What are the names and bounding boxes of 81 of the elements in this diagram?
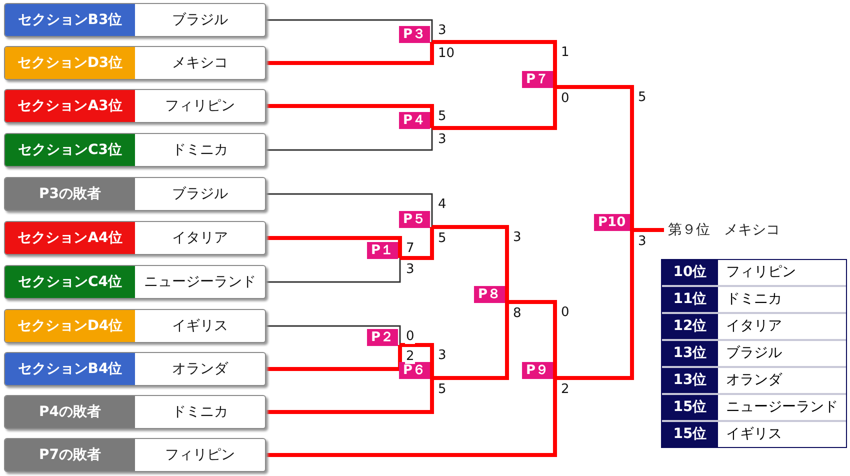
bracket-line [266,345,402,371]
seed-label: セクションC4位 [5,266,135,298]
team-name: イタリア [718,314,846,339]
seed-label: セクションA3位 [5,90,135,122]
bracket-line [266,258,401,283]
country-name: フィリピン [164,446,236,465]
rank-label: 12位 [662,314,718,339]
bracket-line [266,128,433,151]
team-name: オランダ [718,368,846,393]
bracket-line [555,85,634,230]
rank-label: 10位 [662,260,718,285]
rank-label: 15位 [662,422,718,447]
bracket-line [266,104,434,128]
country-name: メキシコ [171,54,229,73]
bracket-line [507,300,557,378]
bracket-line [555,230,634,380]
match-label: P10 [594,214,630,231]
team-entry [4,177,266,211]
seed-label: セクションB3位 [5,4,135,36]
bracket-line [432,40,557,87]
team-entry [4,438,266,472]
rank-label: 13位 [662,341,718,366]
team-entry [4,309,266,343]
match-label: P４ [399,112,430,129]
team-entry [4,46,266,80]
bracket-line [266,378,557,457]
bracket-line [632,228,664,232]
bracket-line [400,227,434,260]
match-label: P３ [399,26,430,43]
seed-label: セクションA4位 [5,222,135,254]
seed-label: セクションD3位 [5,47,135,79]
team-entry [4,221,266,255]
country-name: イタリア [171,229,229,248]
bracket-line [266,325,401,345]
team-entry [4,352,266,386]
team-name: ドミニカ [718,287,846,312]
country-name: ブラジル [171,11,229,30]
rank-label: 15位 [662,395,718,420]
match-label: P６ [399,362,430,379]
score-label: 0 [405,330,416,344]
seed-label: セクションB4位 [5,353,135,385]
country-name: ドミニカ [171,141,229,160]
team-name: イギリス [718,422,846,447]
country-name: イギリス [171,317,229,336]
rank-label: 11位 [662,287,718,312]
team-name: ブラジル [718,341,846,366]
match-label: P２ [367,329,398,346]
match-label: P８ [474,286,505,303]
country-name: ドミニカ [171,403,229,422]
country-name: ブラジル [171,185,229,204]
team-entry [4,395,266,429]
bracket-line [266,193,433,227]
bracket-line [266,378,434,414]
team-entry [4,89,266,123]
bracket-line [266,19,433,42]
bracket-line [400,343,434,378]
seed-label: セクションC3位 [5,134,135,166]
bracket-line [432,302,509,380]
team-name: ニュージーランド [718,395,846,420]
match-label: P７ [522,71,553,88]
seed-label: P3の敗者 [5,178,135,210]
match-label: P９ [522,362,553,379]
team-entry [4,265,266,299]
bracket-line [432,87,557,130]
bracket-line [266,236,402,258]
seed-label: P7の敗者 [5,439,135,471]
seed-label: P4の敗者 [5,396,135,428]
team-entry [4,133,266,167]
placement-result: 第９位 メキシコ [668,221,780,239]
team-entry [4,3,266,37]
country-name: オランダ [171,360,230,379]
seed-label: セクションD4位 [5,310,135,342]
match-label: P５ [399,211,430,228]
score-label: 2 [405,350,416,364]
bracket-line [432,225,509,302]
team-name: フィリピン [718,260,846,285]
bracket-line [266,42,434,65]
match-label: P１ [367,242,398,259]
country-name: ニュージーランド [143,273,257,292]
country-name: フィリピン [164,97,236,116]
rank-label: 13位 [662,368,718,393]
